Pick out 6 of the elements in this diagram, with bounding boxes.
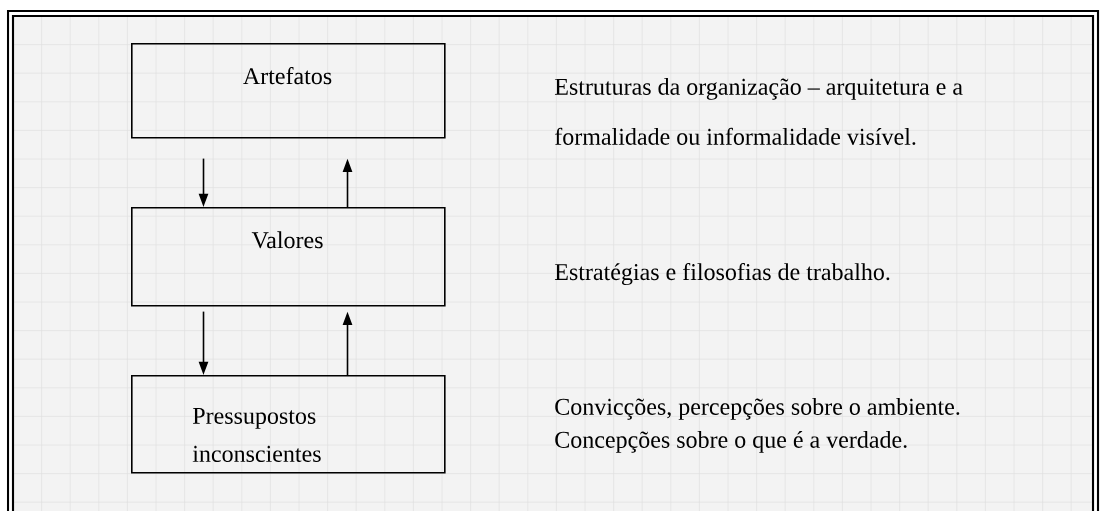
- level-box: Artefatos: [131, 43, 446, 139]
- description-text: Estruturas da organização – arquitetura e a formalidade ou informalidade visível.: [554, 78, 963, 145]
- description-text: Convicções, percepções sobre o ambiente. Concepções sobre o que é a verdade.: [555, 398, 960, 453]
- description-text: Estratégias e filosofias de trabalho.: [554, 263, 890, 286]
- level-box: Valores: [131, 207, 446, 307]
- level-box: Pressupostos inconscientes: [131, 375, 446, 474]
